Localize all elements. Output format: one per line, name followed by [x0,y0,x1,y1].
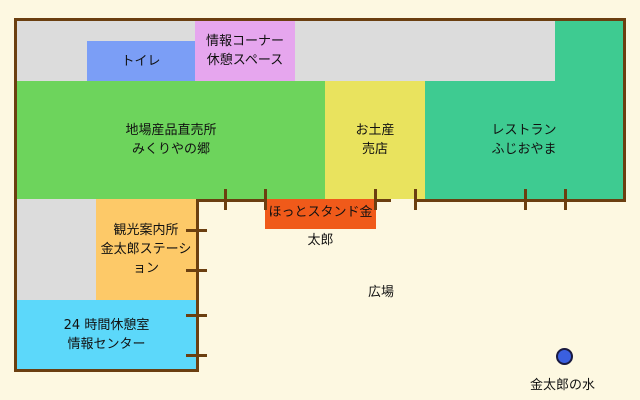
wall-bottom [14,369,199,372]
door-marker [186,314,207,317]
restaurant[interactable]: レストラン ふじおやま [425,81,623,199]
water-spot-icon[interactable] [556,348,573,365]
hot-stand[interactable]: ほっとスタンド金太郎 [265,199,376,248]
wall-inner-vertical [196,199,199,372]
wall-top [14,18,626,21]
door-marker [224,189,227,210]
door-marker [374,189,377,210]
door-marker [186,229,207,232]
door-marker [414,189,417,210]
wall-right [623,18,626,202]
left-corridor [17,199,96,300]
water-spot-label: 金太郎の水 [530,378,596,393]
rest-room-24h[interactable]: 24 時間休憩室 情報センター [17,300,196,369]
restaurant-upper-block [555,21,623,81]
plaza-label: 広場 [368,285,395,300]
info-rest-space[interactable]: 情報コーナー 休憩スペース [195,21,295,81]
toilet-area[interactable]: トイレ [87,41,195,81]
door-marker [186,269,207,272]
tourist-information[interactable]: 観光案内所 金太郎ステーション [96,199,196,300]
wall-front-right [414,199,626,202]
local-produce-market[interactable]: 地場産品直売所 みくりやの郷 [17,81,325,199]
souvenir-shop[interactable]: お土産 売店 [325,81,425,199]
door-marker [524,189,527,210]
door-marker [264,189,267,210]
door-marker [186,354,207,357]
wall-front-mid [375,199,391,202]
wall-left [14,18,17,372]
wall-front-left [196,199,266,202]
door-marker [564,189,567,210]
